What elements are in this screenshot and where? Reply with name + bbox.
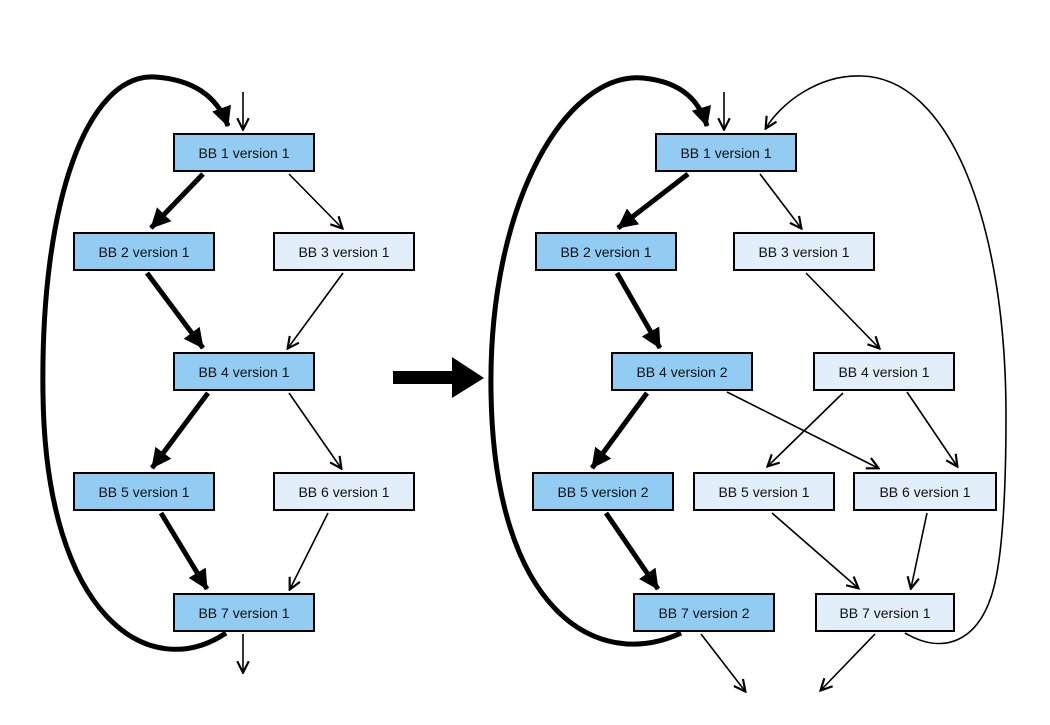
edge-before-bb-7-version-1-to-bb-1-version-1 [40,74,231,652]
edge-before-bb-4-version-1-to-bb-6-version-1 [288,392,341,468]
edge-after-bb-5-version-2-to-bb-7-version-2 [603,511,661,591]
node-before-bb-6-version-1: BB 6 version 1 [273,472,415,511]
edge-after-bb-2-version-1-to-bb-4-version-2 [614,271,663,350]
edge-after-bb-4-version-1-to-bb-5-version-1 [768,392,844,466]
edge-after-bb-4-version-2-to-bb-5-version-2 [589,391,650,470]
edge-after-bb-7-version-2-to-bb-1-version-1 [488,75,712,647]
edge-after-bb-4-version-2-to-bb-6-version-1 [726,391,878,468]
edge-before-bb-5-version-1-to-bb-7-version-1 [158,511,210,591]
edge-before-bb-1-version-1-to-bb-3-version-1 [288,173,342,228]
node-after-bb-2-version-1: BB 2 version 1 [535,232,677,271]
node-before-bb-2-version-1: BB 2 version 1 [73,232,215,271]
node-after-bb-6-version-1: BB 6 version 1 [853,472,997,511]
edge-after-bb-7-version-2-to-exit [700,633,745,691]
edge-after-bb-1-version-1-to-bb-2-version-1 [616,172,690,230]
edge-after-bb-6-version-1-to-bb-7-version-1 [911,512,928,588]
edge-before-bb-6-version-1-to-bb-7-version-1 [290,512,329,589]
node-after-bb-5-version-1: BB 5 version 1 [693,472,835,511]
node-after-bb-4-version-2: BB 4 version 2 [611,352,753,391]
edge-after-bb-1-version-1-to-bb-3-version-1 [759,173,801,228]
node-after-bb-1-version-1: BB 1 version 1 [655,133,797,172]
edge-before-bb-4-version-1-to-bb-5-version-1 [149,391,211,470]
node-after-bb-7-version-1: BB 7 version 1 [815,593,955,632]
edge-after-bb-5-version-1-to-bb-7-version-1 [771,512,858,588]
node-before-bb-4-version-1: BB 4 version 1 [173,352,315,391]
node-before-bb-7-version-1: BB 7 version 1 [173,593,315,632]
edge-after-bb-7-version-1-to-bb-1-version-1 [766,75,1007,645]
node-before-bb-3-version-1: BB 3 version 1 [273,232,415,271]
node-before-bb-1-version-1: BB 1 version 1 [173,133,315,172]
edge-before-bb-3-version-1-to-bb-4-version-1 [288,272,344,348]
node-after-bb-7-version-2: BB 7 version 2 [633,593,775,632]
edge-after-bb-7-version-1-to-exit [821,633,876,690]
node-after-bb-3-version-1: BB 3 version 1 [733,232,875,271]
node-after-bb-5-version-2: BB 5 version 2 [532,472,674,511]
transform-arrow [393,357,484,398]
edge-after-bb-3-version-1-to-bb-4-version-1 [805,272,879,348]
edge-before-bb-2-version-1-to-bb-4-version-1 [144,271,206,350]
node-before-bb-5-version-1: BB 5 version 1 [73,472,215,511]
edge-after-bb-4-version-1-to-bb-6-version-1 [906,391,957,466]
node-after-bb-4-version-1: BB 4 version 1 [813,352,955,391]
edge-before-bb-1-version-1-to-bb-2-version-1 [149,172,205,230]
